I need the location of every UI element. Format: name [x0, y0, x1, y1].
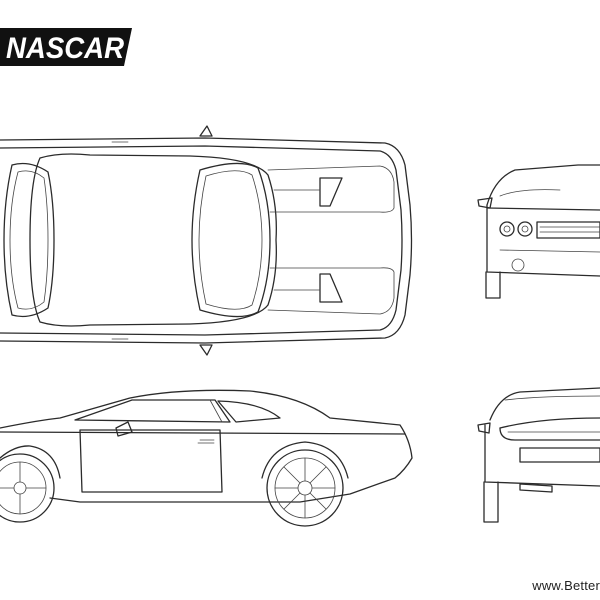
car-side-view	[0, 389, 413, 527]
car-rear-view	[477, 387, 600, 523]
car-front-view	[477, 164, 600, 299]
nascar-logo: NASCAR	[0, 26, 134, 68]
car-top-view	[0, 125, 413, 356]
nascar-logo-text: NASCAR	[6, 32, 124, 65]
footer-url: www.Better	[532, 578, 600, 593]
